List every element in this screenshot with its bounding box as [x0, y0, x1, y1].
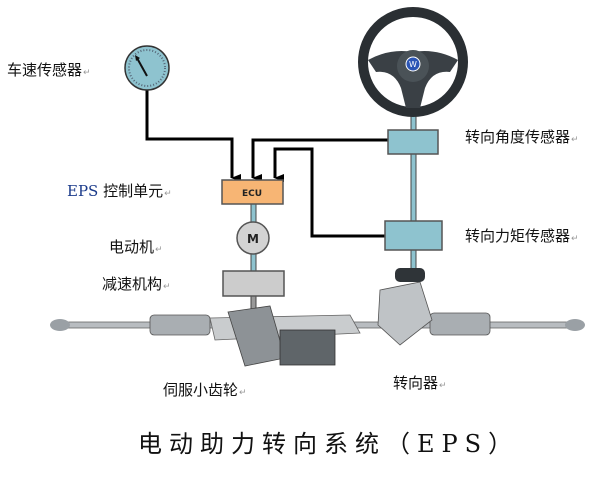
steering-gear-label: 转向器 — [393, 374, 447, 395]
speed-gauge-icon — [124, 45, 170, 91]
steering-rack-icon — [50, 268, 585, 367]
steering-wheel-icon: W — [358, 7, 468, 117]
torque-signal-wire — [273, 147, 385, 238]
reducer-label: 减速机构 — [102, 275, 171, 296]
ecu-unit-label: EPS 控制单元 — [67, 182, 172, 203]
ecu-box — [221, 179, 284, 205]
servo-pinion-label: 伺服小齿轮 — [163, 381, 247, 402]
ecu-label: ECU — [242, 189, 262, 199]
torque-sensor-label: 转向力矩传感器 — [465, 227, 579, 248]
motor-icon — [236, 221, 270, 255]
angle-sensor-label: 转向角度传感器 — [465, 128, 579, 149]
speed-signal-wire — [145, 90, 241, 182]
control-unit-text: 控制单元 — [103, 182, 164, 200]
reducer-box — [222, 270, 285, 297]
angle-signal-wire — [251, 138, 388, 182]
motor-label: M — [247, 232, 259, 246]
steering-angle-sensor-box — [387, 129, 439, 155]
diagram-title: 电动助力转向系统（EPS） — [138, 430, 520, 458]
steering-torque-sensor-box — [384, 220, 443, 251]
svg-text:W: W — [409, 60, 417, 69]
speed-sensor-label: 车速传感器 — [7, 61, 91, 82]
eps-text: EPS — [67, 182, 99, 200]
motor-text-label: 电动机 — [109, 238, 163, 259]
